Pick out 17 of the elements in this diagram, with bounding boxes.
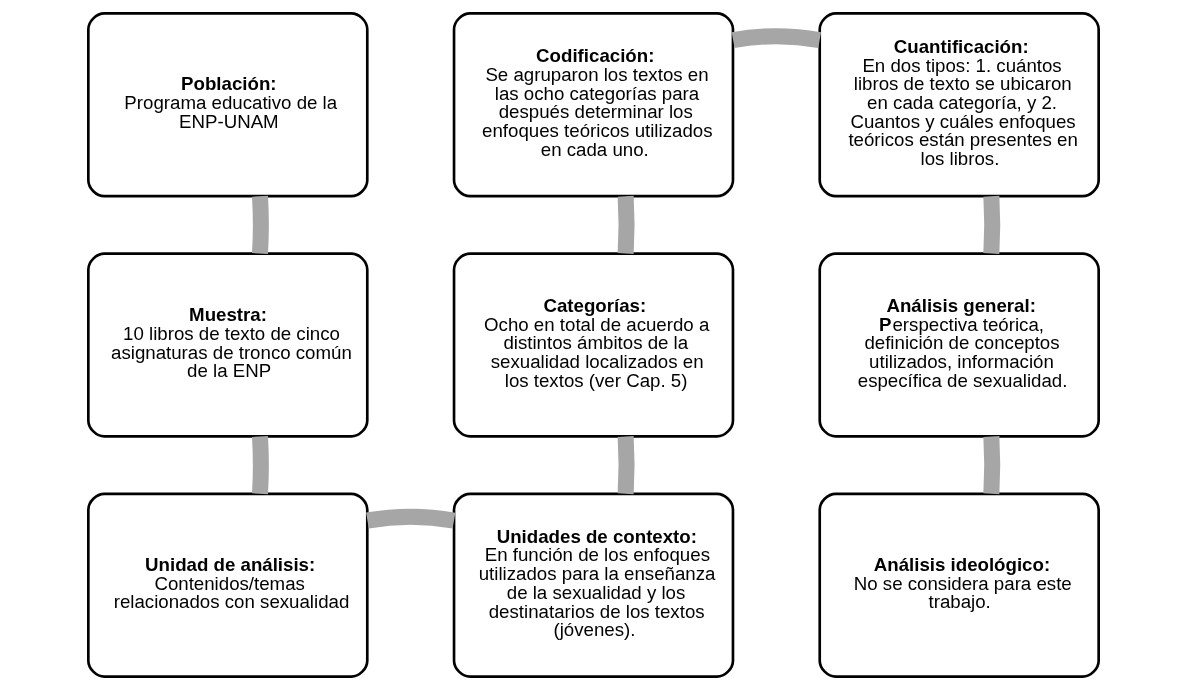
node-box: Análisis ideológico: No se considera para este trabajo. (818, 492, 1100, 678)
node-box: Unidad de análisis: Contenidos/temas relacionados con sexualidad (87, 492, 369, 678)
node-box: Muestra: 10 libros de texto de cinco asignaturas de tronco común de la ENP (87, 252, 369, 438)
node-box: Población: Programa educativo de la ENP-UNAM (87, 12, 369, 198)
connector (251, 195, 269, 255)
connector (366, 508, 456, 529)
connector (251, 436, 269, 495)
connector (983, 436, 1001, 495)
connector (617, 436, 635, 495)
connector (731, 28, 821, 48)
node-box: Categorías: Ocho en total de acuerdo a distintos ámbitos de la sexualidad localizados en los textos (ver Cap. 5) (452, 252, 735, 438)
connector (983, 195, 1001, 255)
node-box: Cuantificación: En dos tipos: 1. cuántos libros de texto se ubicaron en cada categoría, y 2. Cuantos y cuáles enfoques teóricos están presentes en los libros. (818, 12, 1100, 198)
node-box: Unidades de contexto: En función de los enfoques utilizados para la enseñanza de la sexualidad y los destinatarios de los textos (jóvenes). (452, 492, 735, 678)
node-box: Codificación: Se agruparon los textos en las ocho categorías para después determinar los enfoques teóricos utilizados en cada uno. (452, 12, 735, 198)
connector (617, 195, 635, 255)
node-box: Análisis general: Perspectiva teórica, definición de conceptos utilizados, información específica de sexualidad. (818, 252, 1100, 438)
